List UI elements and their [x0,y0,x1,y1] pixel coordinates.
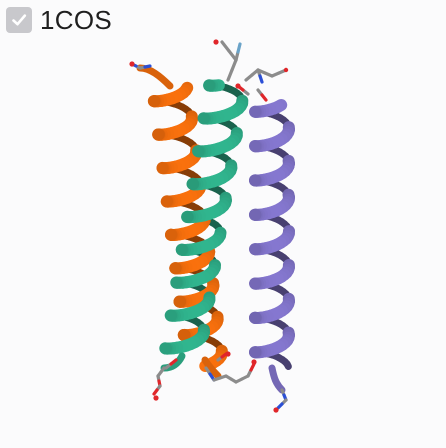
bond [220,352,228,359]
atom [283,67,289,73]
atom [273,407,279,413]
molecule-viewer[interactable] [0,38,446,448]
card-header: 1COS [6,5,112,35]
bond [260,93,268,102]
check-icon [12,14,27,26]
atom [235,83,241,89]
bond [152,388,159,396]
atom [213,39,219,45]
helix-orange-tail [136,64,174,90]
helix-purple-segment [283,360,292,370]
helix-purple-end-tail [268,364,286,394]
atom [129,61,135,67]
bond [258,74,264,84]
bond [276,402,284,410]
bond [220,40,231,53]
bond [227,49,238,62]
structure-title: 1COS [40,5,113,35]
bond [249,362,256,372]
atom [153,395,159,401]
bond [143,64,152,69]
bond [226,68,234,82]
atom [225,351,231,357]
bond [236,42,242,54]
protein-3d-render[interactable] [0,38,446,448]
visibility-checkbox[interactable] [6,7,32,33]
side-chains [129,39,289,413]
atom [251,359,257,365]
helix-orange-end-tail [201,356,222,380]
bond [230,58,238,72]
helix-front-layer [147,79,295,372]
bond [169,358,178,366]
